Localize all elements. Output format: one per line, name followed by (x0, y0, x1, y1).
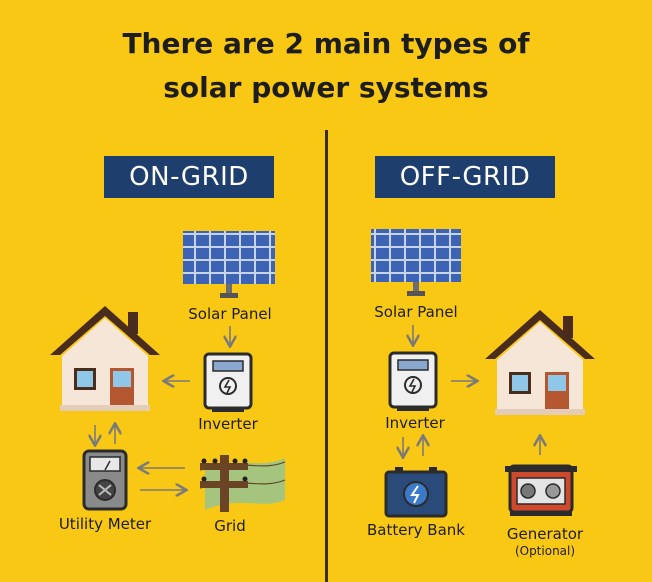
utility-meter-icon (82, 449, 128, 511)
on-grid-utility-meter-label: Utility Meter (58, 515, 152, 533)
on-grid-solar-panel-label: Solar Panel (188, 305, 272, 323)
inverter-icon (388, 351, 438, 411)
section-divider (325, 130, 328, 582)
page-title: There are 2 main types of solar power sy… (0, 22, 652, 110)
off-grid-generator-label: Generator (506, 525, 584, 543)
solar-panel-icon (371, 229, 461, 296)
off-grid-generator-note: (Optional) (514, 544, 576, 558)
off-grid-inverter-label: Inverter (385, 414, 445, 432)
inverter-icon (203, 352, 253, 412)
solar-panel-icon (183, 231, 275, 298)
on-grid-grid-label: Grid (214, 517, 246, 535)
on-grid-inverter-label: Inverter (198, 415, 258, 433)
battery-icon (384, 467, 448, 518)
house-icon (485, 310, 595, 415)
off-grid-solar-panel-label: Solar Panel (374, 303, 458, 321)
generator-icon (505, 464, 577, 516)
title-line-2: solar power systems (163, 71, 489, 104)
off-grid-heading: OFF-GRID (375, 156, 555, 198)
off-grid-battery-bank-label: Battery Bank (367, 521, 465, 539)
power-grid-icon (199, 455, 286, 512)
house-icon (50, 306, 160, 411)
title-line-1: There are 2 main types of (122, 27, 530, 60)
on-grid-heading: ON-GRID (104, 156, 274, 198)
